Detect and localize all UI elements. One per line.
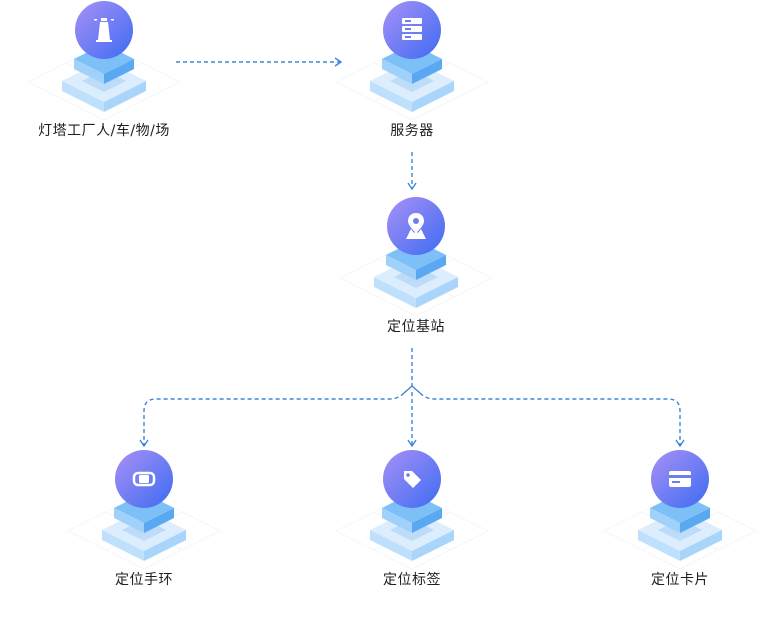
connector-to-card <box>419 392 685 448</box>
node-label: 服务器 <box>390 123 434 139</box>
connector-split-hub <box>403 385 421 394</box>
node-circle <box>386 196 446 256</box>
connector-layer <box>139 57 685 448</box>
node-lighthouse-factory: 灯塔工厂人/车/物/场 <box>24 0 184 170</box>
server-icon <box>402 18 422 40</box>
node-circle <box>650 449 710 509</box>
node-label: 定位手环 <box>115 572 173 588</box>
node-circle <box>382 0 442 60</box>
node-circle <box>382 449 442 509</box>
flow-diagram: 灯塔工厂人/车/物/场 <box>24 0 758 588</box>
node-base-station: 定位基站 <box>336 196 496 366</box>
connector-to-wristband <box>139 392 405 448</box>
node-circle <box>114 449 174 509</box>
card-icon <box>669 471 691 487</box>
lighthouse-icon <box>94 18 114 42</box>
tag-icon <box>404 471 421 488</box>
node-card: 定位卡片 <box>600 449 760 619</box>
node-circle <box>74 0 134 60</box>
node-server: 服务器 <box>332 0 492 170</box>
wristband-icon <box>132 471 156 487</box>
node-wristband: 定位手环 <box>64 449 224 619</box>
platform <box>334 43 490 120</box>
node-label: 定位基站 <box>387 319 445 335</box>
node-label: 灯塔工厂人/车/物/场 <box>38 123 170 139</box>
node-label: 定位卡片 <box>651 572 709 588</box>
node-tag: 定位标签 <box>332 449 492 619</box>
node-label: 定位标签 <box>383 572 441 588</box>
